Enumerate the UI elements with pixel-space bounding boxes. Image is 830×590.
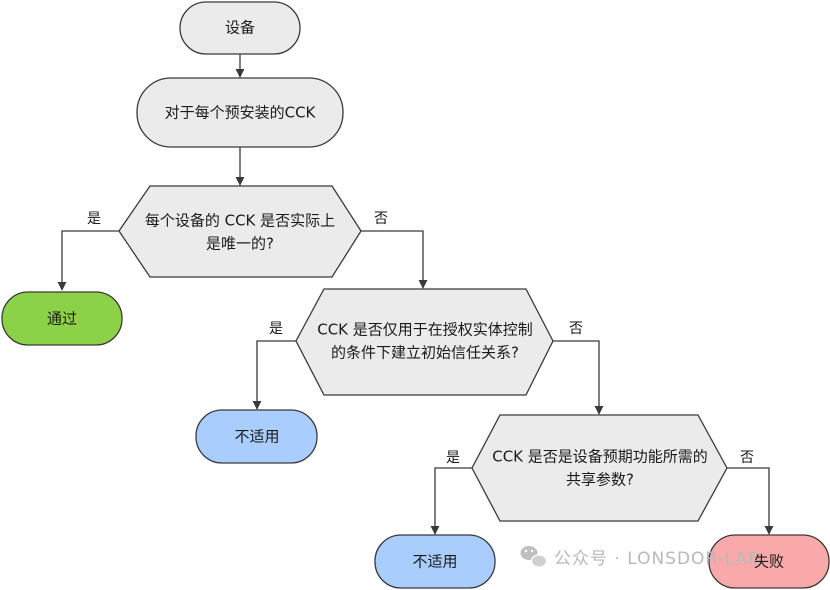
edge-q3-yes bbox=[430, 467, 472, 535]
q1-no-label: 否 bbox=[374, 211, 388, 227]
decision-q1 bbox=[118, 185, 362, 278]
q3-yes-label: 是 bbox=[446, 450, 460, 466]
watermark: 公众号 · LONSDOR-LAB bbox=[520, 546, 761, 569]
start-label: 设备 bbox=[225, 19, 255, 37]
edge-q3-no bbox=[727, 467, 774, 535]
q3-label-line-1: CCK 是否是设备预期功能所需的 bbox=[492, 448, 708, 466]
edge-q1-yes bbox=[57, 230, 119, 291]
not-applicable-label-1: 不适用 bbox=[234, 428, 279, 446]
q1-yes-label: 是 bbox=[87, 211, 101, 227]
fail-node bbox=[708, 534, 830, 589]
q2-yes-label: 是 bbox=[269, 321, 283, 337]
q2-no-label: 否 bbox=[569, 321, 583, 337]
q3-no-label: 否 bbox=[740, 450, 754, 466]
not-applicable-label-2: 不适用 bbox=[412, 553, 457, 571]
pass-node bbox=[1, 291, 123, 346]
watermark-text: 公众号 · LONSDOR-LAB bbox=[554, 549, 761, 569]
loop-label: 对于每个预安装的CCK bbox=[165, 104, 317, 122]
q1-label-line-2: 是唯一的? bbox=[206, 235, 274, 253]
edge-q2-yes bbox=[252, 340, 296, 410]
decision-q2 bbox=[295, 288, 554, 396]
pass-label: 通过 bbox=[47, 310, 77, 328]
start-node bbox=[179, 1, 301, 55]
not-applicable-node-2 bbox=[374, 534, 496, 589]
fail-label: 失败 bbox=[754, 553, 784, 571]
q3-label-line-2: 共享参数? bbox=[566, 471, 634, 489]
edge-q2-no bbox=[553, 340, 604, 415]
wechat-icon bbox=[520, 546, 548, 568]
edge-q1-no bbox=[361, 230, 428, 289]
not-applicable-node-1 bbox=[195, 409, 318, 464]
q1-label-line-1: 每个设备的 CCK 是否实际上 bbox=[145, 212, 335, 230]
decision-q3 bbox=[471, 414, 728, 522]
q2-label-line-1: CCK 是否仅用于在授权实体控制 bbox=[317, 321, 533, 339]
loop-node bbox=[136, 77, 344, 148]
q2-label-line-2: 的条件下建立初始信任关系? bbox=[331, 344, 519, 362]
